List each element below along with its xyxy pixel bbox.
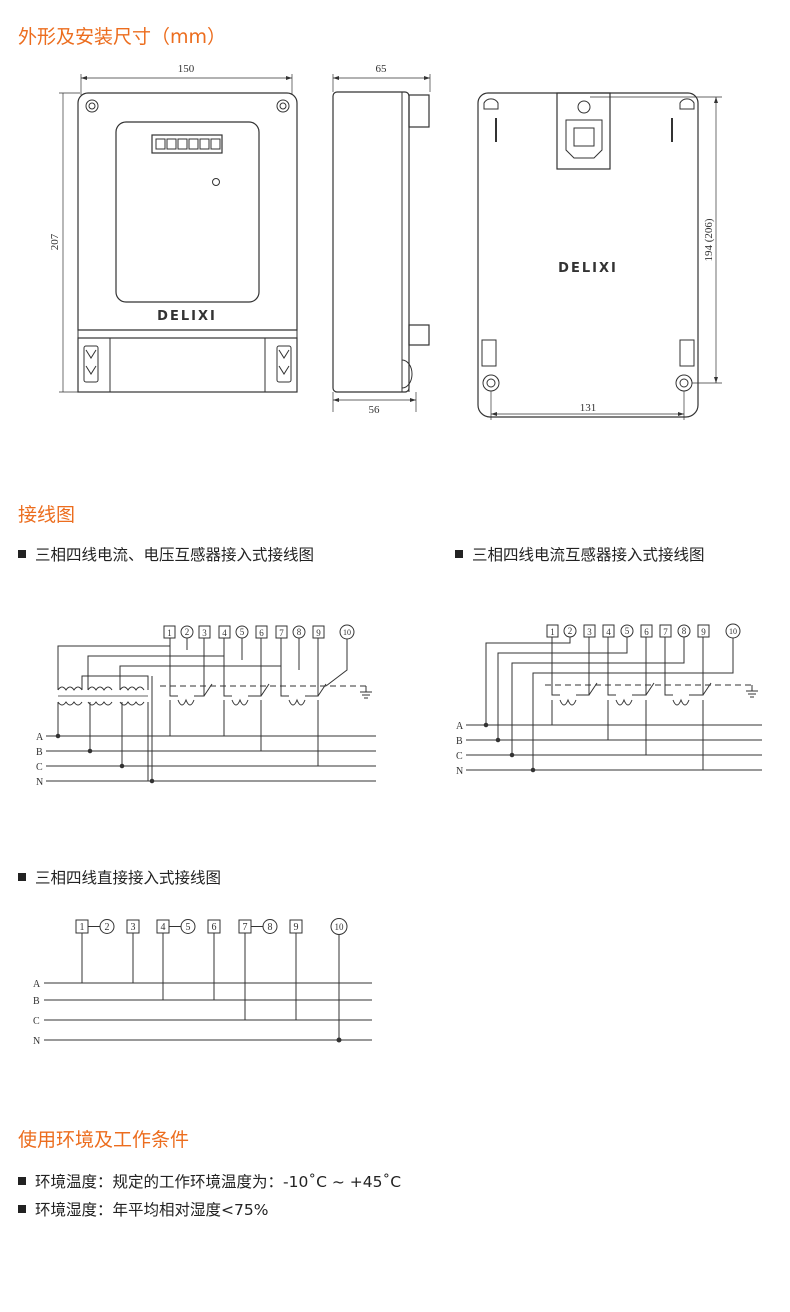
bullet-icon [18, 873, 26, 881]
ct-wiring [483, 637, 762, 773]
terminal-6: 6 [644, 627, 649, 637]
terminal-5: 5 [625, 626, 630, 636]
section-title-conditions: 使用环境及工作条件 [18, 1129, 190, 1151]
bullet-icon [18, 550, 26, 558]
section-title-wiring: 接线图 [18, 504, 76, 526]
dim-side-depth-top: 65 [376, 63, 388, 75]
dim-side-depth-bottom: 56 [369, 404, 381, 416]
current-transformers [160, 638, 376, 766]
phase-label-a: A [456, 721, 464, 732]
phase-label-b: B [36, 747, 43, 758]
dim-front-height: 207 [49, 233, 61, 250]
phase-label-n: N [36, 777, 43, 788]
terminal-1: 1 [550, 627, 555, 637]
diagram-title-direct: 三相四线直接接入式接线图 [18, 866, 221, 888]
phase-label-b: B [33, 996, 40, 1007]
phase-label-a: A [33, 979, 41, 990]
terminal-7: 7 [279, 628, 284, 638]
terminal-4: 4 [606, 627, 611, 637]
phase-label-c: C [456, 751, 463, 762]
terminal-2: 2 [185, 627, 190, 637]
terminal-3: 3 [202, 628, 207, 638]
terminal-10: 10 [335, 922, 345, 932]
phase-label-a: A [36, 732, 44, 743]
terminal-1: 1 [80, 922, 85, 933]
dim-back-height: 194 (206) [703, 218, 715, 261]
terminal-9: 9 [294, 922, 299, 933]
phase-label-b: B [456, 736, 463, 747]
terminal-1: 1 [167, 628, 172, 638]
terminal-8: 8 [682, 626, 687, 636]
condition-temperature: 环境温度：规定的工作环境温度为：-10˚C ~ +45˚C [18, 1170, 401, 1192]
terminal-row-3: 1 2 3 4 5 6 7 8 9 10 [75, 918, 348, 935]
phase-label-c: C [36, 762, 43, 773]
bullet-icon [18, 1177, 26, 1185]
back-view: DELIXI 194 (206) 131 [477, 92, 722, 420]
terminal-6: 6 [259, 628, 264, 638]
phase-label-n: N [33, 1036, 40, 1047]
terminal-row-2: 1 2 3 4 5 6 7 8 9 10 [546, 623, 741, 639]
dim-front-width: 150 [178, 63, 195, 75]
terminal-4: 4 [222, 628, 227, 638]
dimension-drawings: 150 207 DELIXI 65 [49, 63, 722, 420]
terminal-6: 6 [212, 922, 217, 933]
diagram-title-ct: 三相四线电流互感器接入式接线图 [455, 543, 705, 565]
condition-humidity-text: 环境湿度：年平均相对湿度<75% [35, 1201, 269, 1219]
terminal-5: 5 [186, 922, 191, 933]
bullet-icon [18, 1205, 26, 1213]
voltage-transformers [55, 638, 282, 784]
terminal-9: 9 [316, 628, 321, 638]
condition-humidity: 环境湿度：年平均相对湿度<75% [18, 1198, 268, 1220]
terminal-5: 5 [240, 627, 245, 637]
terminal-7: 7 [243, 922, 248, 933]
terminal-7: 7 [663, 627, 668, 637]
terminal-10: 10 [729, 627, 737, 636]
terminal-4: 4 [161, 922, 166, 933]
brand-logo-back: DELIXI [558, 261, 618, 276]
terminal-8: 8 [268, 922, 273, 933]
diagram-title-text: 三相四线直接接入式接线图 [35, 869, 222, 887]
terminal-3: 3 [131, 922, 136, 933]
terminal-row-1: 1 2 3 4 5 6 7 8 9 10 [163, 624, 355, 640]
terminal-2: 2 [568, 626, 573, 636]
side-view: 65 56 [332, 63, 431, 416]
direct-wiring [81, 933, 342, 1043]
diagram-title-text: 三相四线电流、电压互感器接入式接线图 [35, 546, 315, 564]
dim-back-width: 131 [580, 402, 597, 414]
terminal-9: 9 [701, 627, 706, 637]
brand-logo-front: DELIXI [157, 309, 217, 324]
phase-label-c: C [33, 1016, 40, 1027]
terminal-8: 8 [297, 627, 302, 637]
phase-label-n: N [456, 766, 463, 777]
front-view: 150 207 DELIXI [49, 63, 298, 393]
bullet-icon [455, 550, 463, 558]
terminal-3: 3 [587, 627, 592, 637]
section-title-dimensions: 外形及安装尺寸（mm） [18, 26, 227, 48]
terminal-2: 2 [105, 922, 110, 933]
diagram-title-text: 三相四线电流互感器接入式接线图 [472, 546, 705, 564]
terminal-10: 10 [343, 628, 351, 637]
diagram-title-ct-pt: 三相四线电流、电压互感器接入式接线图 [18, 543, 314, 565]
condition-temperature-text: 环境温度：规定的工作环境温度为：-10˚C ~ +45˚C [35, 1173, 402, 1191]
